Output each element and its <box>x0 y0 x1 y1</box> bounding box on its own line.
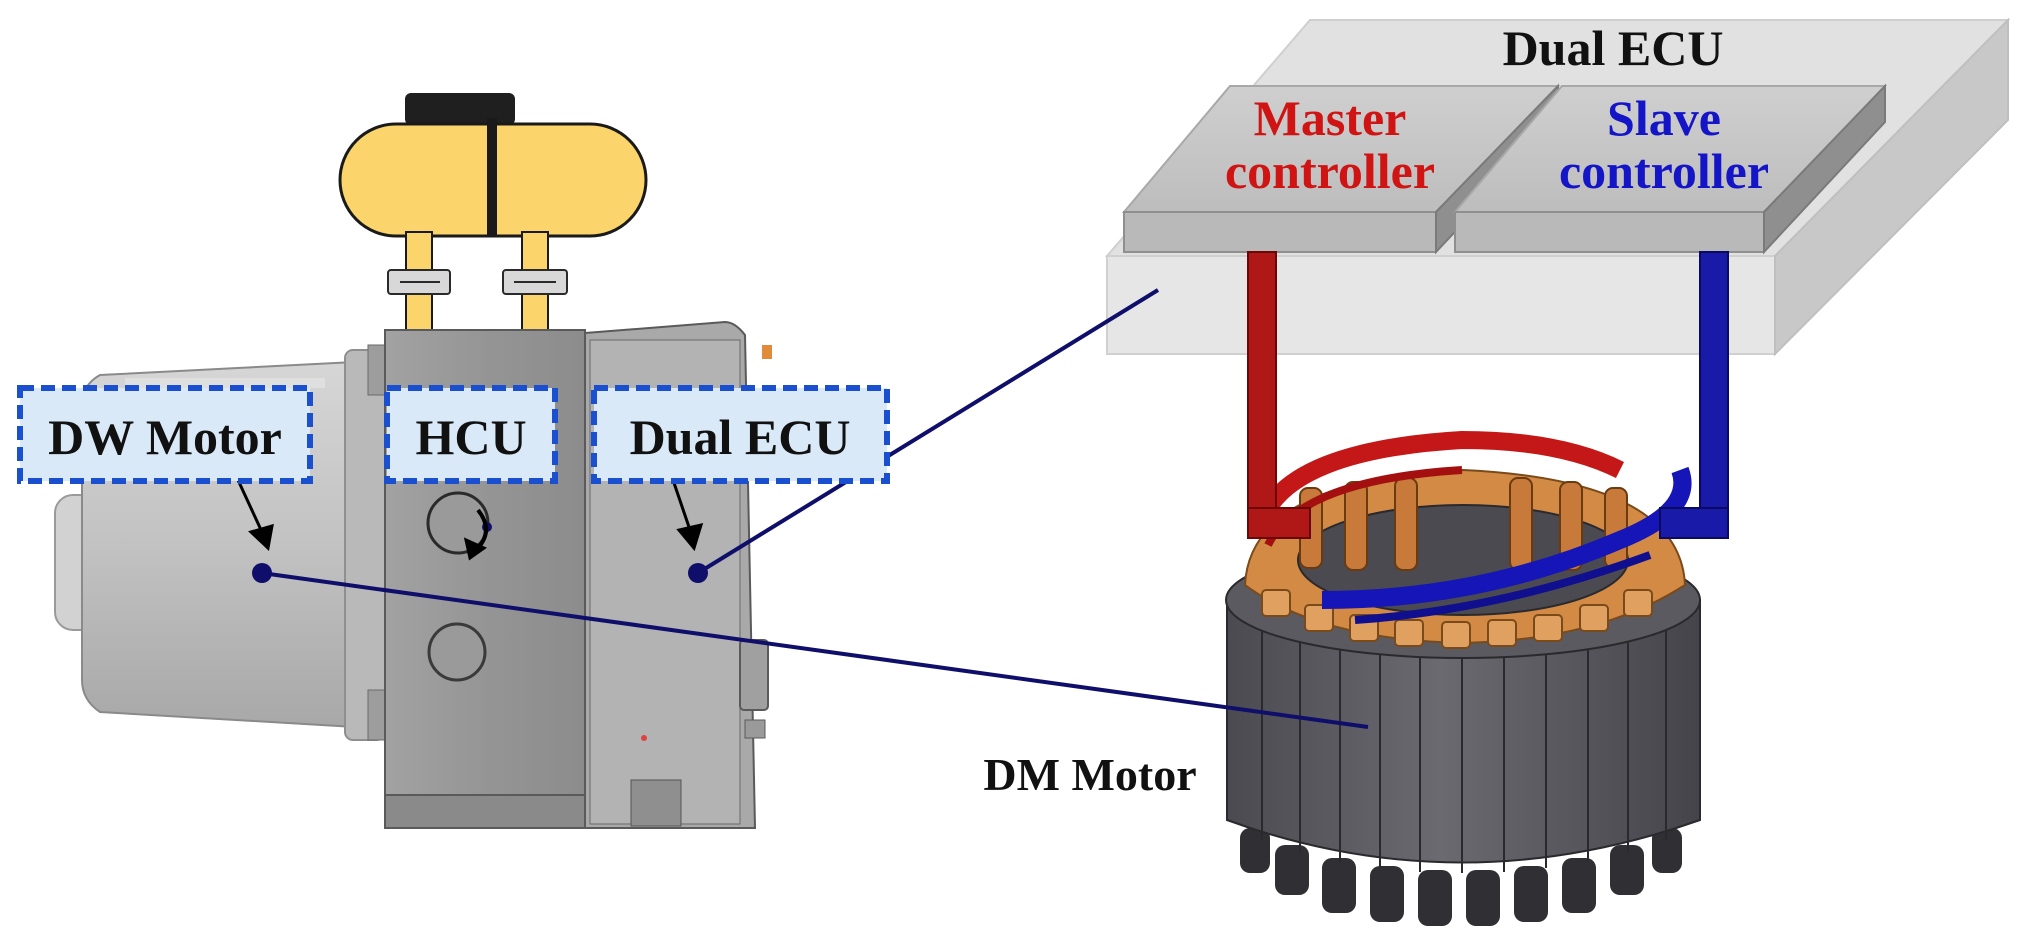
slave-connection-bar <box>1659 251 1729 539</box>
dual-ecu-label: Dual ECU <box>630 409 851 465</box>
dw-motor-point <box>252 563 272 583</box>
dual-ecu-title: Dual ECU <box>1503 20 1724 76</box>
dw-motor-label-box: DW Motor <box>17 385 313 484</box>
dw-motor-arrowhead <box>248 523 274 551</box>
dual-ecu-arrowhead <box>676 522 704 552</box>
connector-lines <box>252 288 1369 729</box>
dual-ecu-point <box>688 563 708 583</box>
dw-motor-label: DW Motor <box>48 409 282 465</box>
dm-motor-label: DM Motor <box>983 749 1196 800</box>
master-controller-label-line2: controller <box>1225 143 1435 199</box>
master-controller-label-line1: Master <box>1254 90 1407 146</box>
slave-controller-block <box>1452 83 1888 255</box>
dw-motor-arrow <box>236 479 264 533</box>
dm-motor-stator <box>1225 431 1701 926</box>
fluid-reservoir <box>338 93 648 333</box>
dual-ecu-arrow <box>671 479 692 531</box>
hcu-label-box: HCU <box>384 385 558 484</box>
slave-controller-label-line2: controller <box>1559 143 1769 199</box>
hcu-rotation-arrowhead <box>463 537 488 561</box>
hcu-label: HCU <box>415 409 526 465</box>
dual-ecu-to-board-line <box>696 288 1160 575</box>
master-connection-bar <box>1247 251 1311 539</box>
dw-motor-to-dm-motor-line <box>261 571 1369 729</box>
pointer-arrows <box>236 479 704 561</box>
dual-ecu-label-box: Dual ECU <box>591 385 890 484</box>
slave-controller-label-line1: Slave <box>1607 90 1721 146</box>
